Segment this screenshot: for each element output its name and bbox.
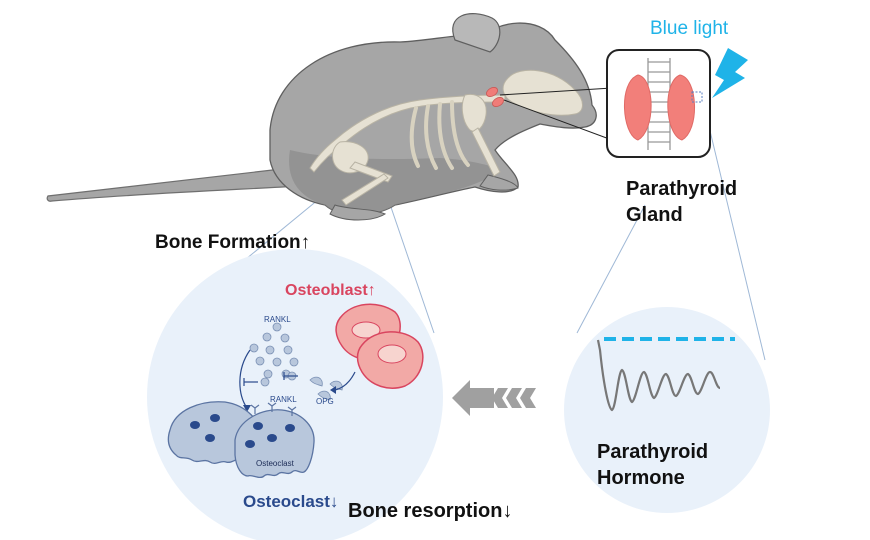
mouse-skeleton [309,69,583,206]
parathyroid-gland-line1: Parathyroid [626,178,738,200]
front-leg-bone [471,127,501,177]
osteoclast-label: Osteoclast↓ [243,492,339,511]
opg-label: OPG [316,397,334,406]
parathyroid-focus-box [691,91,703,103]
hormone-wave [596,339,721,412]
tibia [341,173,389,206]
gland-callout-line-2 [503,99,613,141]
gland-callout-line [499,87,613,96]
parathyroid-hormone-line1: Parathyroid [597,441,709,463]
right-lobe [667,74,695,141]
left-lobe [624,74,652,141]
hormone-circle [564,307,770,513]
rankl-label-mid: RANKL [270,395,297,404]
spine [309,94,506,173]
mouse [46,13,613,221]
osteoblast-label: Osteoblast↑ [285,282,376,299]
chevron-arrows-icon [452,380,536,416]
scapula [461,93,487,132]
parathyroid-gland-label: Parathyroid Gland [626,176,737,228]
hormone-graph [596,337,735,412]
parathyroid-hormone-line2: Hormone [597,467,685,489]
osteoclast-cell-label: Osteoclast [256,459,295,468]
blue-light-label: Blue light [650,18,729,39]
mouse-hind-paw [329,204,387,221]
mouse-gland-marks [486,87,504,107]
arrowhead-left [330,386,336,394]
ribs [409,100,470,170]
osteoblast-cells [335,303,424,389]
rankl-label-top: RANKL [264,315,291,324]
lightning-icon [712,48,748,98]
pathway-arrows [239,349,356,409]
mouse-tail [46,167,301,202]
bone-formation-label: Bone Formation↑ [155,232,311,253]
inhibition-marks [243,372,298,386]
osteoclast-cells [167,401,315,479]
mouse-front-paw [479,174,519,191]
bone-resorption-label: Bone resorption↓ [348,500,513,522]
parathyroid-gland-box [606,49,711,158]
mouse-ear [452,13,501,53]
arrowhead-down [243,405,251,412]
parathyroid-gland-line2: Gland [626,204,683,226]
parathyroid-hormone-label: Parathyroid Hormone [597,439,708,491]
